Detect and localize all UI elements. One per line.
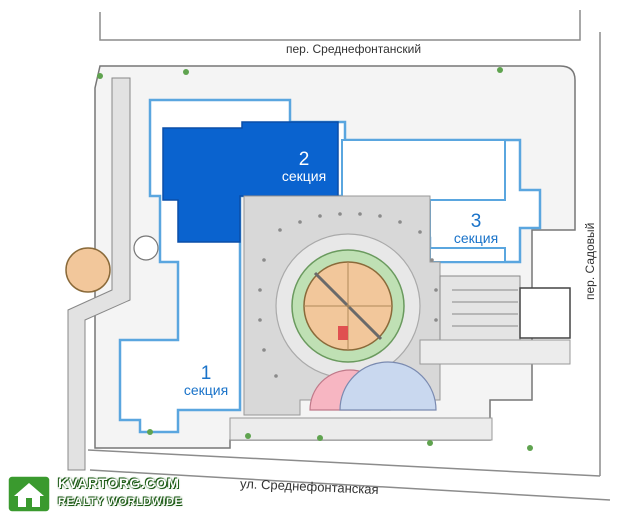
blue-playground xyxy=(339,361,437,411)
watermark-line1: KVARTORG.COM xyxy=(58,475,180,491)
parking-area xyxy=(439,275,521,341)
south-street-edge-lower xyxy=(89,469,611,501)
section-2-number: 2 xyxy=(298,149,310,170)
section-1-number: 1 xyxy=(200,363,212,384)
play-structure xyxy=(338,326,348,340)
house-logo-icon xyxy=(7,475,51,513)
street-east-label: пер. Садовый xyxy=(583,222,597,300)
round-garden xyxy=(65,247,111,293)
driveway xyxy=(419,339,571,365)
gate-structure xyxy=(519,287,571,339)
watermark: KVARTORG.COM REALTY WORLDWIDE xyxy=(6,474,196,516)
street-north-label: пер. Среднефонтанский xyxy=(286,42,422,56)
section-1-label: 1 секция xyxy=(170,364,242,397)
section-2-word: секция xyxy=(281,168,327,184)
small-round-plaza xyxy=(133,235,159,261)
south-wall xyxy=(229,417,493,441)
section-3-label: 3 секция xyxy=(440,212,512,245)
section-2-label: 2 секция xyxy=(268,150,340,183)
section-3-word: секция xyxy=(453,230,499,246)
north-street-edge xyxy=(99,10,581,41)
watermark-line2: REALTY WORLDWIDE xyxy=(58,496,183,508)
section-3-number: 3 xyxy=(470,211,482,232)
section-1-word: секция xyxy=(183,382,229,398)
section-2-highlight xyxy=(162,121,339,243)
south-street-edge-upper xyxy=(87,449,601,477)
west-walkway xyxy=(67,77,131,471)
